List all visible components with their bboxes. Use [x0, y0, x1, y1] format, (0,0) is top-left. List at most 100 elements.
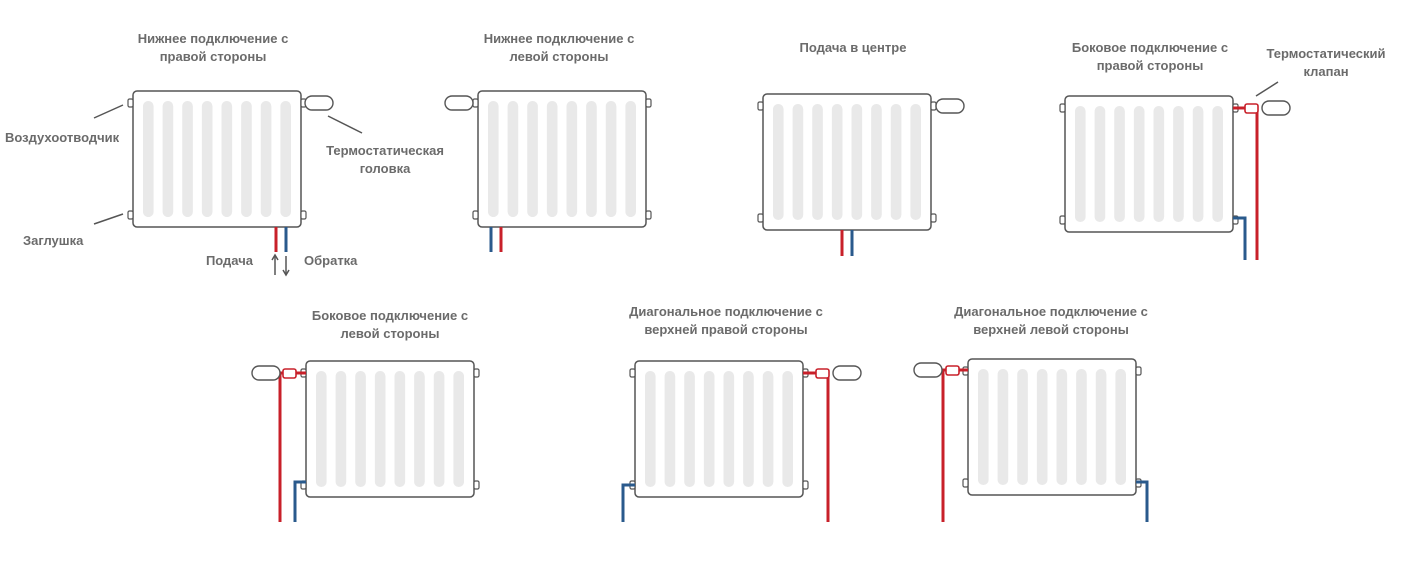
- thermo-head-icon: [251, 365, 281, 381]
- title-line: Боковое подключение с: [1071, 40, 1229, 55]
- radiator-fin: [851, 104, 863, 220]
- radiator-nub: [473, 480, 480, 490]
- thermo-head-shape: [251, 365, 281, 381]
- radiator-body: [1064, 95, 1234, 233]
- thermo-head-icon: [444, 95, 474, 111]
- radiator-fin: [831, 104, 843, 220]
- radiator-fin: [566, 101, 578, 217]
- valve-icon: [815, 368, 830, 379]
- valve-icon: [945, 365, 960, 376]
- title-line: левой стороны: [340, 326, 440, 341]
- pipes-center: [840, 230, 854, 256]
- diagram-title: Диагональное подключение с верхней право…: [606, 303, 846, 339]
- radiator-fin: [645, 371, 656, 487]
- radiator-fin: [182, 101, 193, 217]
- radiator-fin: [871, 104, 882, 220]
- radiator-fin: [280, 101, 291, 217]
- radiator-fin: [394, 371, 406, 487]
- thermo-head-icon: [935, 98, 965, 114]
- radiator-fin: [743, 371, 754, 487]
- radiator-fin: [414, 371, 425, 487]
- radiator-fin: [527, 101, 538, 217]
- radiator-fin: [812, 104, 823, 220]
- thermo-head-icon: [832, 365, 862, 381]
- radiator-nub: [473, 368, 480, 378]
- radiator-fin: [162, 101, 174, 217]
- pipes-side-right: [1233, 106, 1259, 260]
- radiator-diagonal-top-left: [962, 358, 1142, 496]
- callout-line: [1255, 81, 1279, 97]
- title-line: Боковое подключение с: [311, 308, 469, 323]
- radiator-nub: [757, 213, 764, 223]
- diagram-title: Боковое подключение с левой стороны: [290, 307, 490, 343]
- title-line: Подача в центре: [799, 40, 907, 55]
- radiator-nub: [930, 101, 937, 111]
- radiator-fin: [260, 101, 272, 217]
- label-line: клапан: [1303, 64, 1349, 79]
- radiator-fin: [1094, 106, 1106, 222]
- thermo-head-shape: [935, 98, 965, 114]
- radiator-fin: [221, 101, 233, 217]
- return-label: Обратка: [304, 253, 358, 268]
- radiator-fin: [1017, 369, 1028, 485]
- radiator-fin: [546, 101, 558, 217]
- radiator-fin: [143, 101, 154, 217]
- radiator-fin: [1056, 369, 1068, 485]
- radiator-fin: [890, 104, 902, 220]
- diagram-title: Нижнее подключение с правой стороны: [113, 30, 313, 66]
- valve-icon: [282, 368, 297, 379]
- radiator-fin: [997, 369, 1009, 485]
- radiator-fin: [586, 101, 597, 217]
- title-line: Диагональное подключение с: [954, 304, 1148, 319]
- radiator-fin: [1192, 106, 1204, 222]
- radiator-side-left: [300, 360, 480, 498]
- radiator-fin: [1036, 369, 1048, 485]
- valve-icon: [1244, 103, 1259, 114]
- radiator-fin: [453, 371, 464, 487]
- radiator-fin: [488, 101, 499, 217]
- radiator-fin: [684, 371, 695, 487]
- radiator-fin: [355, 371, 366, 487]
- radiator-fin: [507, 101, 519, 217]
- radiator-fin: [241, 101, 252, 217]
- label-line: Термостатический: [1266, 46, 1386, 61]
- thermo-head-shape: [1261, 100, 1291, 116]
- thermo-head-shape: [444, 95, 474, 111]
- radiator-fin: [201, 101, 213, 217]
- radiator-nub: [629, 368, 636, 378]
- radiator-fin: [433, 371, 445, 487]
- valve-label: Термостатический клапан: [1256, 45, 1396, 81]
- radiator-fin: [1212, 106, 1223, 222]
- radiator-fin: [1095, 369, 1107, 485]
- valve-shape: [815, 368, 830, 379]
- radiator-fin: [316, 371, 327, 487]
- radiator-fin: [782, 371, 793, 487]
- radiator-body: [477, 90, 647, 228]
- thermo-head-icon: [304, 95, 334, 111]
- title-line: верхней левой стороны: [973, 322, 1129, 337]
- radiator-fin: [703, 371, 715, 487]
- radiator-fin: [625, 101, 636, 217]
- title-line: правой стороны: [1096, 58, 1204, 73]
- radiator-nub: [1059, 215, 1066, 225]
- thermo-head-shape: [832, 365, 862, 381]
- thermo-head-shape: [304, 95, 334, 111]
- radiator-nub: [300, 210, 307, 220]
- radiator-body: [967, 358, 1137, 496]
- pipes-bottom-right: [274, 227, 288, 252]
- valve-shape: [282, 368, 297, 379]
- radiator-fin: [1114, 106, 1125, 222]
- radiator-bottom-right: [127, 90, 307, 228]
- radiator-body: [305, 360, 475, 498]
- radiator-nub: [472, 210, 479, 220]
- radiator-fin: [335, 371, 347, 487]
- radiator-fin: [762, 371, 774, 487]
- radiator-fin: [605, 101, 617, 217]
- radiator-fin: [1133, 106, 1145, 222]
- radiator-side-right: [1059, 95, 1239, 233]
- thermo-head-icon: [913, 362, 943, 378]
- diagram-title: Диагональное подключение с верхней левой…: [931, 303, 1171, 339]
- radiator-body: [634, 360, 804, 498]
- radiator-fin: [374, 371, 386, 487]
